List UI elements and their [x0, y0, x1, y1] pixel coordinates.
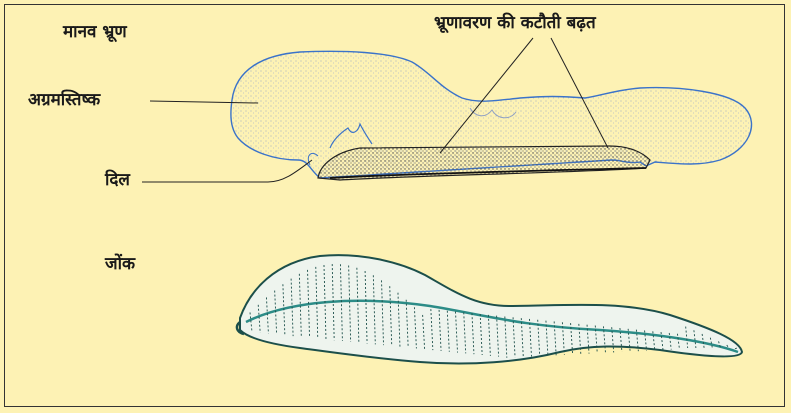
amnion-cut-edge — [318, 146, 650, 180]
leech-label: जोंक — [105, 256, 135, 273]
heart-label: दिल — [105, 172, 130, 189]
leech-drawing — [237, 255, 742, 363]
leech-body — [240, 255, 742, 363]
embryo-segmentation-label: भ्रूणावरण की कटौती बढ़त — [434, 15, 596, 32]
human-embryo-drawing — [231, 51, 752, 180]
forebrain-label: अग्रमस्तिष्क — [28, 92, 100, 109]
human-embryo-label: मानव भ्रूण — [63, 24, 127, 41]
heart-leader — [142, 160, 312, 182]
